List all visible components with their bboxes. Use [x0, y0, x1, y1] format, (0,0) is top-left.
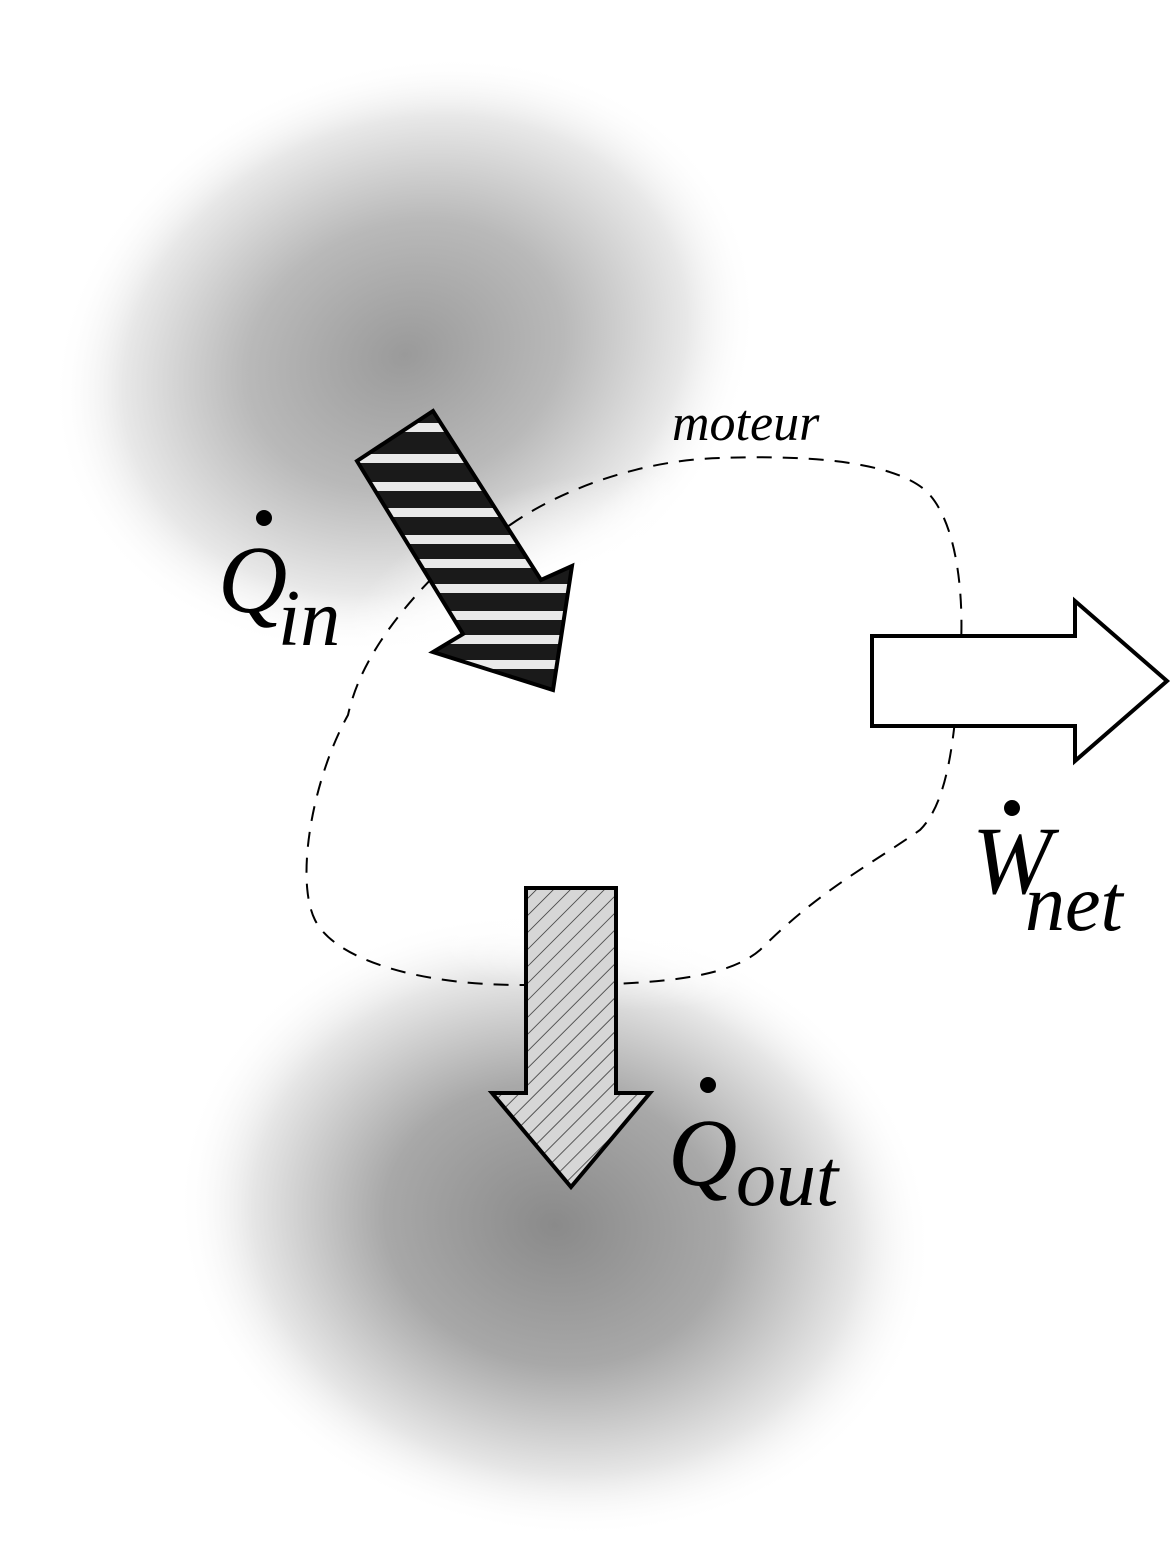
heat-in-arrow	[354, 408, 575, 693]
work-net-dot	[1004, 800, 1020, 816]
heat-in-label: Q in	[218, 510, 340, 663]
heat-out-subscript: out	[736, 1135, 840, 1223]
heat-in-subscript: in	[278, 575, 340, 663]
heat-out-dot	[700, 1077, 716, 1093]
work-net-subscript: net	[1025, 860, 1125, 948]
heat-out-label: Q out	[668, 1077, 840, 1223]
heat-in-symbol: Q	[218, 526, 287, 633]
heat-out-symbol: Q	[668, 1099, 737, 1206]
work-net-arrow	[870, 596, 1171, 766]
work-net-label: W net	[972, 800, 1125, 948]
work-net-symbol: W	[972, 807, 1060, 914]
heat-out-arrow	[487, 886, 655, 1191]
engine-boundary	[305, 456, 963, 987]
engine-interior-shading	[310, 470, 970, 1010]
cold-reservoir-shading	[176, 912, 934, 1538]
system-label: moteur	[672, 395, 820, 452]
heat-in-dot	[256, 510, 272, 526]
